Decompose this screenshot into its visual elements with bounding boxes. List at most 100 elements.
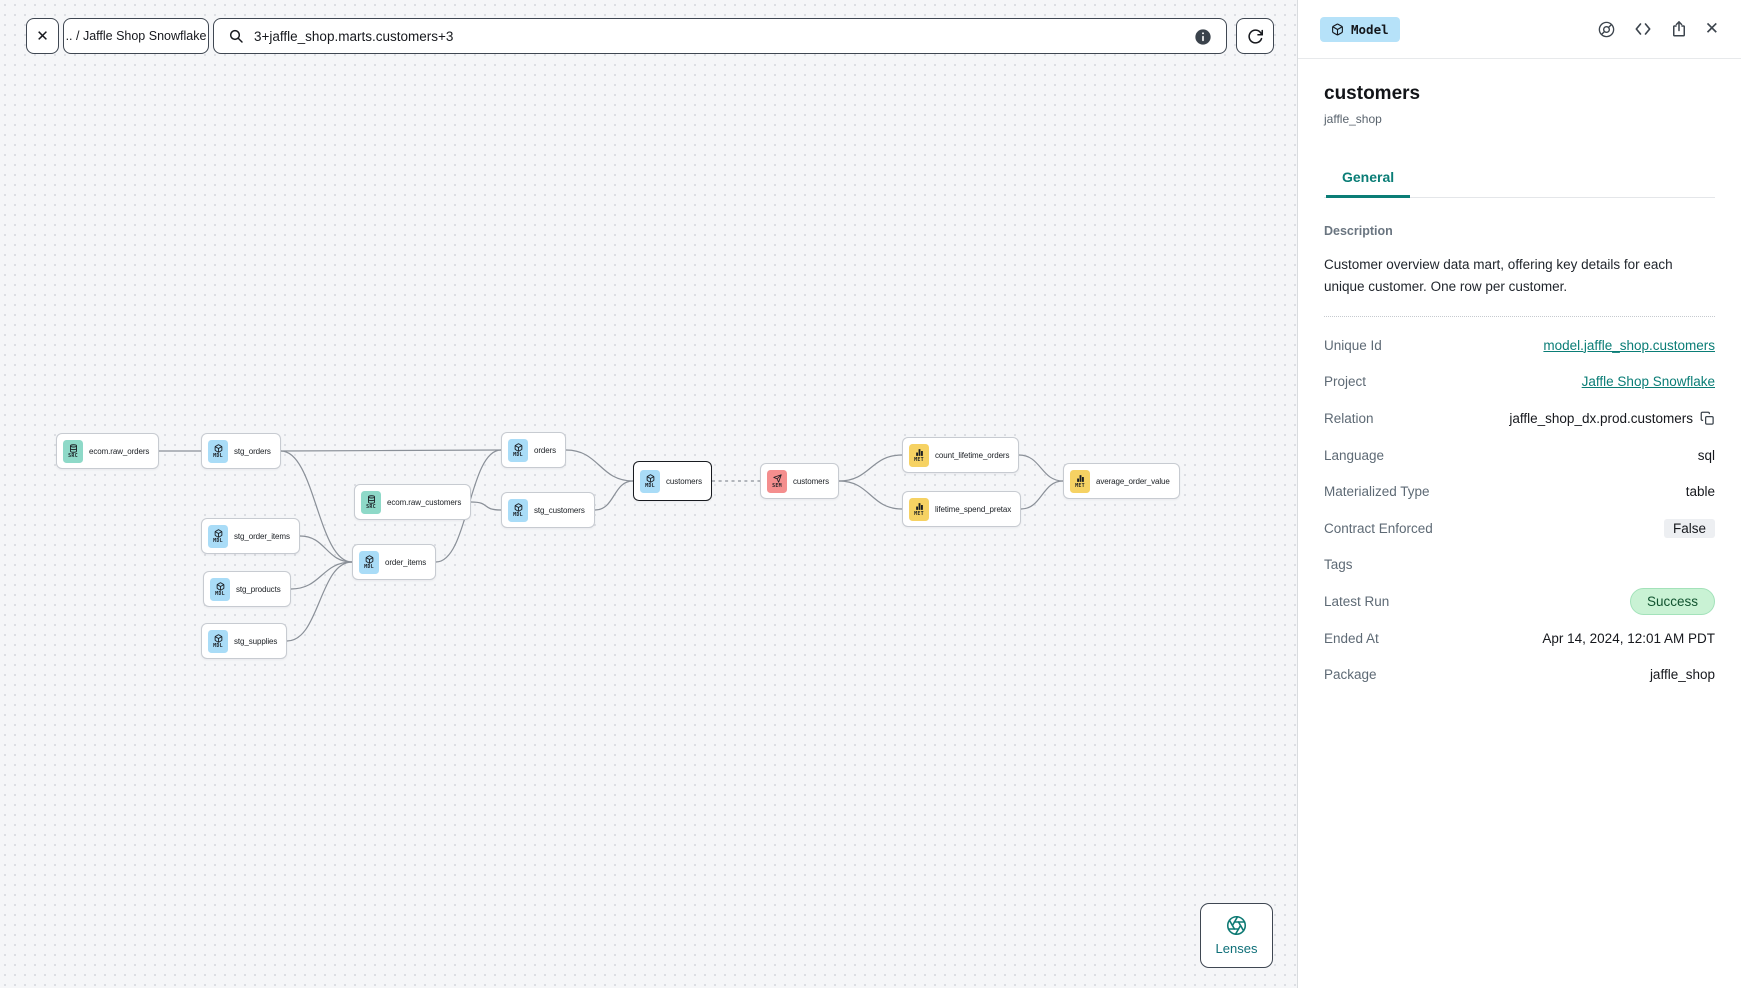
detail-row-ended-at: Ended At Apr 14, 2024, 12:01 AM PDT (1324, 620, 1715, 657)
node-label: orders (534, 445, 557, 455)
node-label: ecom.raw_customers (387, 497, 462, 507)
sem-badge-icon: SEM (767, 469, 787, 493)
breadcrumb[interactable]: .. / Jaffle Shop Snowflake (63, 18, 209, 54)
edge-stg_supplies-to-order_items (286, 561, 353, 642)
mdl-badge-icon: MDL (208, 629, 228, 653)
copy-icon[interactable] (1700, 411, 1715, 426)
lenses-label: Lenses (1215, 941, 1258, 956)
detail-label: Project (1324, 374, 1367, 390)
graph-node-lifetime_spend_pretax[interactable]: MET lifetime_spend_pretax (902, 491, 1022, 527)
info-icon[interactable] (1194, 28, 1212, 46)
node-label: customers (793, 476, 829, 486)
graph-node-stg_order_items[interactable]: MDL stg_order_items (201, 518, 300, 554)
page-title: customers (1324, 83, 1421, 104)
detail-label: Unique Id (1324, 337, 1382, 353)
mdl-badge-icon: MDL (359, 550, 379, 574)
node-label: stg_orders (234, 446, 271, 456)
close-panel-icon[interactable]: ✕ (1704, 19, 1719, 38)
panel-tabs: General (1324, 160, 1715, 198)
value-badge: False (1663, 518, 1715, 538)
node-label: ecom.raw_orders (89, 446, 150, 456)
breadcrumb-label: .. / Jaffle Shop Snowflake (65, 29, 207, 43)
met-badge-icon: MET (1070, 469, 1090, 493)
lenses-aperture-icon (1226, 915, 1247, 936)
details-panel: Model ✕ customers jaffle_shop General De… (1297, 0, 1741, 988)
detail-value: sql (1697, 447, 1715, 463)
detail-row-latest-run: Latest Run Success (1324, 583, 1715, 620)
edge-stg_order_items-to-order_items (299, 535, 353, 563)
graph-node-stg_customers[interactable]: MDL stg_customers (501, 492, 595, 528)
met-badge-icon: MET (909, 443, 929, 467)
edge-ecom.raw_customers-to-stg_customers (470, 501, 502, 511)
lenses-button[interactable]: Lenses (1200, 903, 1273, 968)
close-icon: ✕ (36, 28, 49, 45)
node-label: customers (666, 476, 702, 486)
description-label: Description (1324, 224, 1393, 238)
status-badge: Success (1629, 587, 1715, 615)
met-badge-icon: MET (909, 497, 929, 521)
tab-general[interactable]: General (1326, 160, 1411, 198)
node-label: stg_customers (534, 505, 585, 515)
edge-count_lifetime_orders-to-average_order_value (1018, 454, 1064, 482)
detail-label: Language (1324, 447, 1385, 463)
refresh-icon (1247, 28, 1264, 45)
graph-node-stg_products[interactable]: MDL stg_products (203, 571, 291, 607)
edge-stg_orders-to-orders (280, 449, 502, 452)
detail-row-unique-id: Unique Id model.jaffle_shop.customers (1324, 327, 1715, 364)
detail-label: Ended At (1324, 630, 1379, 646)
node-label: count_lifetime_orders (935, 450, 1010, 460)
refresh-button[interactable] (1236, 18, 1274, 54)
detail-label: Tags (1324, 557, 1353, 573)
node-label: stg_products (236, 584, 281, 594)
subtitle: jaffle_shop (1324, 112, 1382, 126)
graph-node-customers_sem[interactable]: SEM customers (760, 463, 839, 499)
node-label: stg_order_items (234, 531, 290, 541)
description-text: Customer overview data mart, offering ke… (1324, 254, 1715, 317)
lineage-search (213, 18, 1227, 54)
resource-type-badge: Model (1320, 16, 1400, 42)
detail-value: Apr 14, 2024, 12:01 AM PDT (1542, 630, 1715, 646)
detail-value-link[interactable]: model.jaffle_shop.customers (1543, 337, 1715, 353)
code-icon[interactable] (1633, 19, 1653, 39)
explore-lens-icon[interactable] (1597, 20, 1616, 39)
close-lineage-button[interactable]: ✕ (26, 18, 59, 54)
detail-label: Relation (1324, 410, 1374, 426)
share-icon[interactable] (1670, 20, 1688, 38)
detail-value: table (1685, 484, 1715, 500)
src-badge-icon: SRC (63, 439, 83, 463)
search-input[interactable] (254, 28, 1212, 44)
node-label: order_items (385, 557, 427, 567)
search-icon (228, 28, 244, 44)
graph-node-orders[interactable]: MDL orders (501, 432, 567, 468)
detail-label: Package (1324, 667, 1377, 683)
graph-node-order_items[interactable]: MDL order_items (352, 544, 437, 580)
mdl-badge-icon: MDL (210, 577, 230, 601)
mdl-badge-icon: MDL (508, 498, 528, 522)
detail-row-tags: Tags (1324, 547, 1715, 584)
resource-type-label: Model (1351, 21, 1389, 37)
graph-node-ecom.raw_orders[interactable]: SRC ecom.raw_orders (56, 433, 160, 469)
detail-label: Latest Run (1324, 593, 1390, 609)
graph-node-count_lifetime_orders[interactable]: MET count_lifetime_orders (902, 437, 1020, 473)
mdl-badge-icon: MDL (208, 439, 228, 463)
graph-node-stg_orders[interactable]: MDL stg_orders (201, 433, 281, 469)
edge-stg_products-to-order_items (290, 561, 353, 590)
node-label: lifetime_spend_pretax (935, 504, 1012, 514)
mdl-badge-icon: MDL (208, 524, 228, 548)
detail-row-language: Language sql (1324, 437, 1715, 474)
edge-customers_sem-to-lifetime_spend_pretax (838, 480, 903, 510)
detail-label: Materialized Type (1324, 484, 1430, 500)
panel-header: Model ✕ (1298, 0, 1741, 59)
detail-value-link[interactable]: Jaffle Shop Snowflake (1581, 374, 1715, 390)
edge-lifetime_spend_pretax-to-average_order_value (1020, 480, 1064, 510)
mdl-badge-icon: MDL (508, 438, 528, 462)
